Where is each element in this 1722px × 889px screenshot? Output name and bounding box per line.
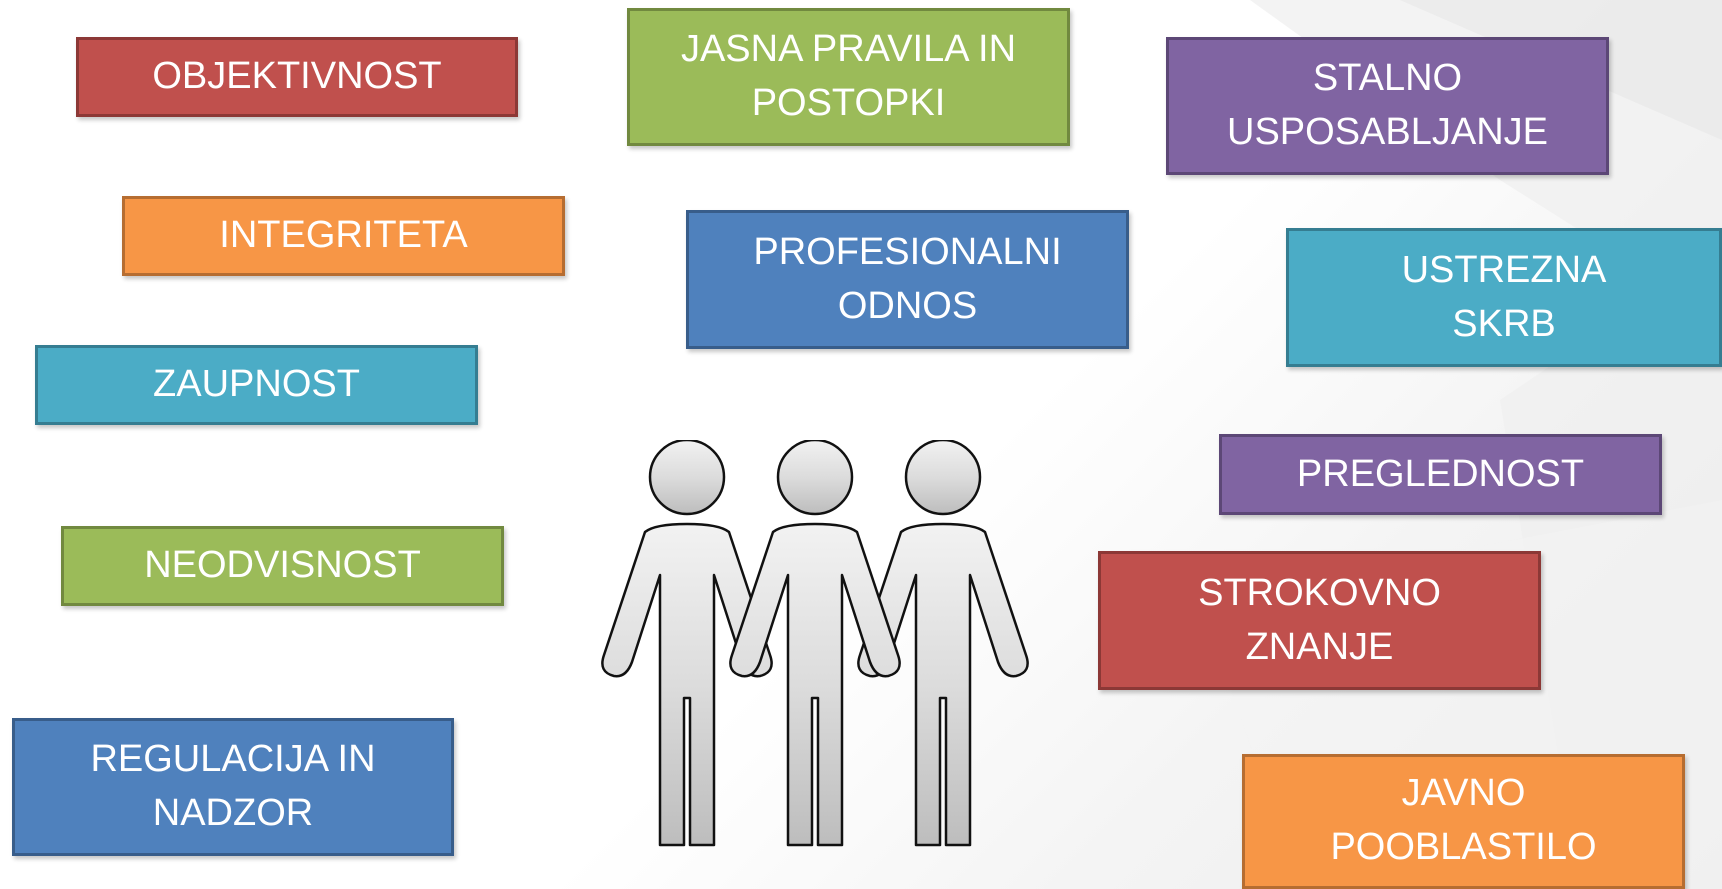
box-jasna-pravila-in-postopki-label: JASNA PRAVILA IN POSTOPKI — [680, 28, 1017, 124]
group-of-three-people-icon — [601, 440, 1029, 847]
box-integriteta: INTEGRITETA — [122, 196, 565, 276]
box-strokovno-znanje-label: STROKOVNO ZNANJE — [1198, 571, 1441, 668]
person-right-icon — [857, 440, 1029, 847]
box-stalno-usposabljanje: STALNO USPOSABLJANJE — [1166, 37, 1609, 175]
person-center-icon — [729, 440, 901, 847]
box-objektivnost-label: OBJEKTIVNOST — [152, 55, 442, 98]
box-javno-pooblastilo-label: JAVNO POOBLASTILO — [1330, 772, 1597, 868]
box-profesionalni-odnos-label: PROFESIONALNI ODNOS — [753, 230, 1062, 327]
box-jasna-pravila-in-postopki: JASNA PRAVILA IN POSTOPKI — [627, 8, 1070, 146]
box-neodvisnost-label: NEODVISNOST — [144, 544, 421, 587]
box-stalno-usposabljanje-label: STALNO USPOSABLJANJE — [1227, 57, 1548, 153]
box-preglednost: PREGLEDNOST — [1219, 434, 1662, 515]
box-neodvisnost: NEODVISNOST — [61, 526, 504, 606]
box-regulacija-in-nadzor-label: REGULACIJA IN NADZOR — [90, 738, 376, 834]
box-zaupnost: ZAUPNOST — [35, 345, 478, 425]
box-preglednost-label: PREGLEDNOST — [1296, 452, 1585, 495]
box-javno-pooblastilo: JAVNO POOBLASTILO — [1242, 754, 1685, 889]
box-profesionalni-odnos: PROFESIONALNI ODNOS — [686, 210, 1129, 349]
box-strokovno-znanje: STROKOVNO ZNANJE — [1098, 551, 1541, 690]
box-ustrezna-skrb-label: USTREZNA SKRB — [1401, 248, 1607, 345]
box-regulacija-in-nadzor: REGULACIJA IN NADZOR — [12, 718, 454, 856]
box-ustrezna-skrb: USTREZNA SKRB — [1286, 228, 1722, 367]
box-objektivnost: OBJEKTIVNOST — [76, 37, 518, 117]
box-zaupnost-label: ZAUPNOST — [153, 363, 360, 406]
box-integriteta-label: INTEGRITETA — [219, 214, 468, 257]
